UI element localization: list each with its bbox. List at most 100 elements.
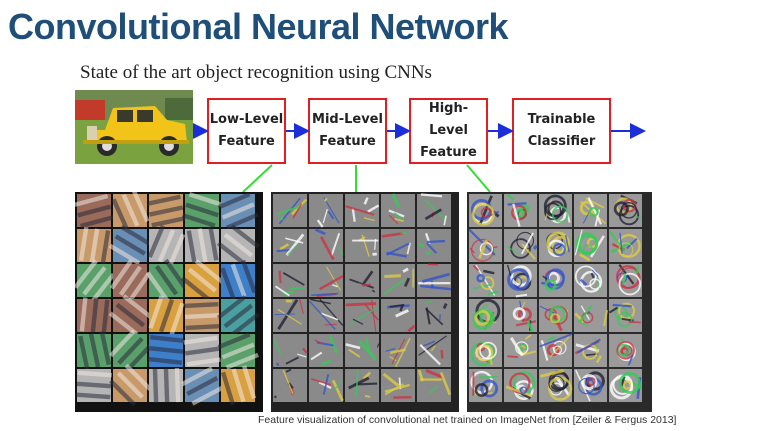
filter-tile [504, 264, 537, 298]
filter-tile [108, 224, 152, 266]
connector-low [242, 164, 273, 193]
filter-tile [273, 194, 308, 227]
filter-tile [309, 369, 344, 402]
filter-tile [345, 334, 380, 367]
filter-tile [417, 229, 451, 262]
stage-label: Mid-Level Feature [312, 112, 383, 149]
filter-tile [469, 334, 502, 367]
connector-high [466, 164, 491, 193]
filter-tile [345, 194, 380, 227]
filter-tile [381, 369, 415, 402]
filter-tile [145, 258, 188, 302]
filter-tile [381, 299, 416, 333]
filter-tile [539, 299, 572, 332]
filter-tile [273, 229, 307, 262]
filter-tile [417, 193, 451, 227]
filter-tile [272, 334, 308, 367]
filter-tile [504, 369, 537, 402]
filter-tile [608, 299, 642, 332]
filter-tile [217, 192, 260, 230]
filter-tile [77, 297, 111, 334]
filter-tile [217, 332, 259, 370]
filter-tile [539, 194, 572, 227]
slide-title: Convolutional Neural Network [8, 6, 509, 47]
high-level-filters-panel [467, 192, 652, 412]
filter-tile [216, 224, 260, 266]
filter-tile [147, 224, 186, 267]
filter-tile [539, 229, 572, 262]
filter-tile [309, 298, 344, 332]
filter-tile [381, 229, 415, 262]
filter-tile [539, 333, 573, 367]
filter-tile [75, 259, 116, 303]
filter-tile [75, 193, 114, 229]
filter-tile [574, 264, 607, 297]
filter-tile [468, 228, 502, 262]
filter-tile [273, 264, 307, 297]
filter-tile [539, 264, 572, 297]
filter-tile [309, 228, 344, 262]
filter-tile [309, 334, 343, 367]
filter-tile [183, 334, 221, 367]
filter-tile [309, 264, 344, 298]
filter-tile [504, 334, 537, 367]
filter-tile [181, 192, 223, 228]
filter-tile [216, 295, 260, 337]
filter-tile [469, 194, 502, 227]
filter-tile [539, 369, 573, 402]
mid-level-filters-panel [271, 192, 459, 412]
filter-tile [76, 369, 112, 402]
stage-mid-level-feature: Mid-Level Feature [308, 98, 387, 164]
filter-tile [574, 334, 607, 367]
filter-tile [146, 194, 186, 228]
low-level-filters-panel [75, 192, 263, 412]
filter-tile [417, 263, 452, 297]
filter-tile [220, 365, 257, 406]
filter-tile [504, 229, 538, 262]
filter-tile [574, 369, 607, 402]
filter-tile [77, 331, 111, 370]
filter-tile [609, 369, 643, 402]
car-image [75, 90, 193, 164]
filter-tile [109, 259, 152, 303]
filter-tile [504, 193, 537, 227]
filter-tile [417, 334, 451, 367]
filter-tile [220, 259, 257, 301]
filter-tile [609, 334, 642, 367]
filter-tile [148, 295, 185, 337]
stage-label: Trainable Classifier [527, 112, 596, 149]
filter-tile [345, 369, 379, 402]
filter-tile [345, 229, 379, 262]
filter-tile [109, 329, 152, 373]
filter-tile [417, 368, 452, 402]
filter-tile [273, 298, 307, 332]
filter-tile [181, 366, 224, 406]
filter-tile [185, 226, 219, 265]
filter-tile [77, 226, 111, 265]
filter-tile [608, 229, 642, 262]
filter-tile [381, 334, 415, 368]
filter-tile [184, 299, 220, 332]
filter-tile [345, 264, 379, 297]
slide-subtitle: State of the art object recognition usin… [80, 62, 432, 83]
filter-tile [180, 259, 224, 302]
filter-tile [574, 299, 608, 332]
filter-tile [504, 299, 537, 333]
filter-tile [469, 264, 502, 297]
stage-label: High-Level Feature [420, 101, 477, 160]
filter-tile [147, 334, 185, 367]
filter-tile [149, 368, 183, 403]
filter-tile [273, 368, 307, 402]
stage-high-level-feature: High-Level Feature [409, 98, 488, 164]
filter-tile [381, 193, 415, 227]
filter-tile [109, 363, 152, 407]
filter-tile [417, 299, 451, 332]
filter-tile [345, 299, 379, 332]
filter-tile [469, 369, 502, 402]
filter-tile [469, 298, 502, 332]
filter-tile [108, 294, 152, 336]
figure-caption: Feature visualization of convolutional n… [258, 414, 677, 426]
filter-tile [309, 194, 343, 228]
stage-label: Low-Level Feature [209, 112, 284, 149]
